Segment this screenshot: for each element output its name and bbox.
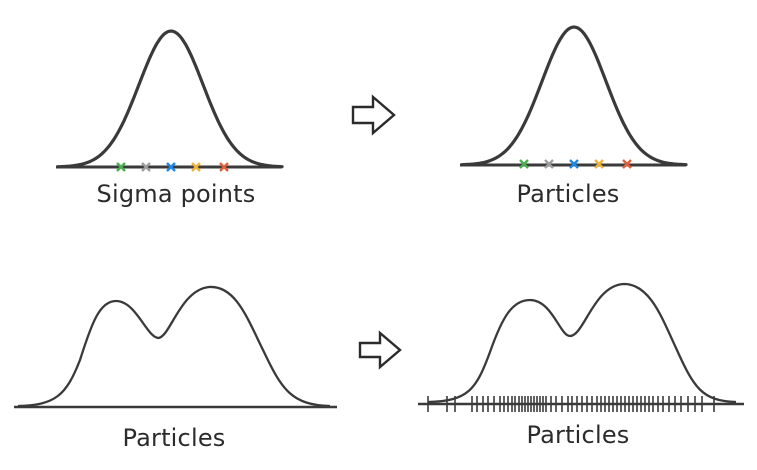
gaussian-curve xyxy=(460,25,688,167)
sigma-point-marker xyxy=(569,159,579,169)
sigma-point-marker xyxy=(519,159,529,169)
right-arrow-outline-icon xyxy=(351,94,396,136)
sigma-point-marker xyxy=(594,159,604,169)
gaussian-curve xyxy=(56,29,284,169)
caption-particles-bottom-left: Particles xyxy=(122,424,226,452)
sigma-point-marker xyxy=(166,162,176,172)
sigma-point-marker xyxy=(141,162,151,172)
sigma-point-marker xyxy=(622,159,632,169)
sigma-point-marker xyxy=(219,162,229,172)
panel-bottom-left xyxy=(14,285,337,409)
panel-bottom-right xyxy=(418,282,744,412)
caption-particles-bottom-right: Particles xyxy=(526,421,630,449)
sigma-point-marker xyxy=(116,162,126,172)
particle-ticks xyxy=(427,396,715,412)
sigma-points-group xyxy=(519,159,632,169)
panel-top-left xyxy=(56,29,284,172)
panel-top-right xyxy=(460,25,688,169)
bimodal-curve xyxy=(17,285,331,408)
bimodal-curve xyxy=(427,282,737,404)
sigma-points-group xyxy=(116,162,229,172)
right-arrow-outline-icon xyxy=(358,330,402,370)
caption-particles-top: Particles xyxy=(516,180,620,208)
caption-sigma-points: Sigma points xyxy=(96,180,256,208)
sigma-point-marker xyxy=(544,159,554,169)
sigma-point-marker xyxy=(191,162,201,172)
